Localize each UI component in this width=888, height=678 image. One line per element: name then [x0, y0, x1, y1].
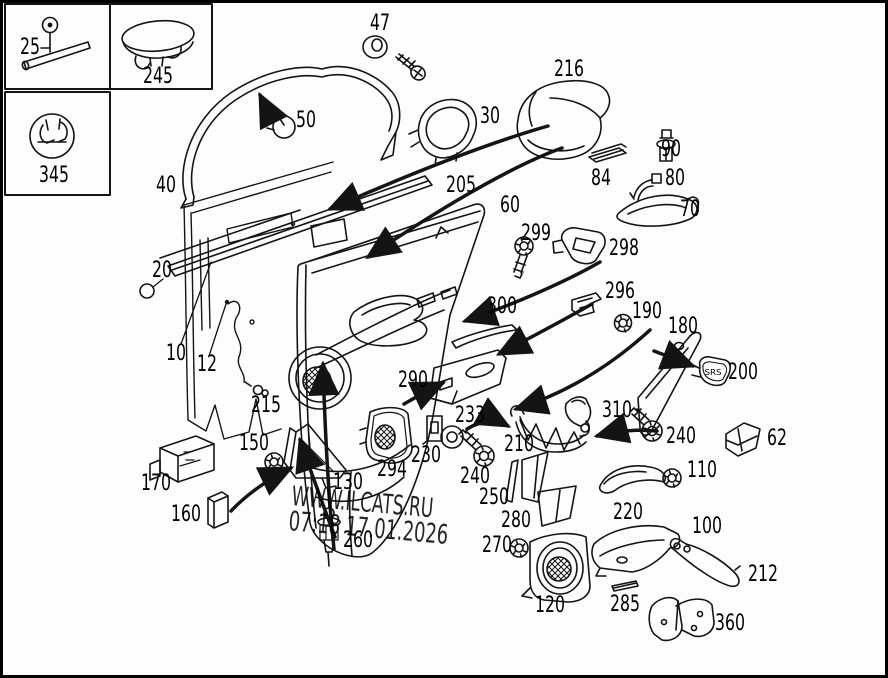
part-label-216: 216 — [554, 57, 584, 82]
part-label-285: 285 — [610, 592, 640, 617]
part-40-window-frame-seal — [180, 65, 401, 209]
part-label-299: 299 — [521, 221, 551, 246]
part-label-205: 205 — [446, 173, 476, 198]
inset-box-part-25 — [4, 3, 111, 90]
part-120-speaker-panel — [521, 532, 591, 603]
part-label-345: 345 — [39, 163, 69, 188]
part-label-270: 270 — [482, 533, 512, 558]
part-220-armrest-trim — [598, 465, 666, 494]
part-label-70: 70 — [680, 197, 700, 222]
part-label-90: 90 — [661, 137, 681, 162]
part-label-300: 300 — [487, 294, 517, 319]
inset-box-part-345 — [4, 91, 111, 196]
part-label-170: 170 — [141, 471, 171, 496]
part-label-230: 230 — [411, 443, 441, 468]
part-label-10: 10 — [166, 341, 186, 366]
part-label-210: 210 — [504, 432, 534, 457]
part-label-40: 40 — [156, 173, 176, 198]
part-360-bracket — [648, 596, 715, 642]
part-label-290: 290 — [398, 368, 428, 393]
part-298-clip — [552, 227, 606, 265]
part-label-240: 240 — [460, 464, 490, 489]
part-90-pin — [656, 129, 676, 162]
part-20-clip — [139, 278, 164, 299]
callout-arrows — [229, 91, 697, 551]
part-label-280: 280 — [501, 508, 531, 533]
part-label-47: 47 — [370, 11, 390, 36]
part-label-360: 360 — [715, 611, 745, 636]
part-285-strip — [611, 580, 639, 592]
part-84-bracket — [588, 143, 627, 163]
part-label-100: 100 — [692, 514, 722, 539]
part-280-wedge — [537, 485, 577, 527]
part-10-12-inner-door-panel — [183, 161, 334, 440]
part-label-294: 294 — [377, 457, 407, 482]
part-label-260: 260 — [343, 528, 373, 553]
part-label-180: 180 — [668, 314, 698, 339]
part-label-84: 84 — [591, 166, 611, 191]
part-label-200: 200 — [728, 360, 758, 385]
part-label-30: 30 — [480, 104, 500, 129]
part-label-25: 25 — [20, 35, 40, 60]
part-240-screw-icon-left — [458, 429, 495, 467]
part-250-wedge — [505, 451, 549, 503]
part-label-296: 296 — [605, 279, 635, 304]
part-label-250: 250 — [479, 485, 509, 510]
part-label-240: 240 — [666, 424, 696, 449]
part-label-50: 50 — [296, 108, 316, 133]
part-label-190: 190 — [632, 299, 662, 324]
part-label-80: 80 — [665, 166, 685, 191]
part-label-310: 310 — [602, 398, 632, 423]
part-label-160: 160 — [171, 502, 201, 527]
part-80-connector — [629, 173, 662, 201]
part-label-130: 130 — [333, 470, 363, 495]
inset-box-part-245 — [109, 3, 213, 90]
part-label-150: 150 — [239, 431, 269, 456]
part-212-pull-strap — [669, 537, 741, 588]
part-label-12: 12 — [197, 352, 217, 377]
part-299-screw-icon — [513, 236, 534, 279]
part-310-clip — [564, 396, 592, 427]
part-270-screw-icon — [509, 538, 529, 558]
leader-lines — [180, 261, 230, 357]
part-label-233: 233 — [455, 403, 485, 428]
part-label-20: 20 — [152, 258, 172, 283]
part-160-block — [207, 491, 229, 529]
part-label-245: 245 — [143, 64, 173, 89]
part-label-60: 60 — [500, 193, 520, 218]
part-label-120: 120 — [535, 593, 565, 618]
part-label-62: 62 — [767, 426, 787, 451]
part-294-speaker-grille — [359, 406, 413, 464]
part-label-220: 220 — [613, 500, 643, 525]
part-label-110: 110 — [687, 458, 717, 483]
part-62-wedge — [725, 422, 761, 457]
part-47-screw-icon — [362, 35, 426, 81]
part-170-lamp-bracket — [149, 435, 215, 483]
part-70-door-pull-handle — [616, 194, 700, 227]
part-110-grommet — [662, 468, 682, 488]
part-label-298: 298 — [609, 236, 639, 261]
part-label-SRS: SRS — [705, 368, 722, 377]
part-190-screw-icon — [613, 313, 633, 333]
part-label-212: 212 — [748, 562, 778, 587]
part-label-215: 215 — [251, 393, 281, 418]
part-100-lower-trim-panel — [591, 525, 681, 577]
panel-top-sticker — [310, 218, 348, 248]
part-215-rivet — [244, 381, 269, 397]
